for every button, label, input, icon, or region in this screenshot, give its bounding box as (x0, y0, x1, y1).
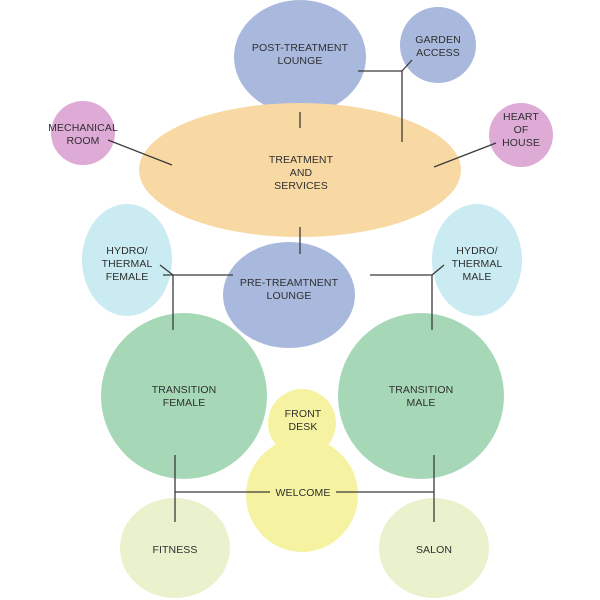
transition-male-label-line: MALE (407, 397, 436, 409)
salon-label-line: SALON (416, 544, 452, 556)
treatment-and-services-label-line: TREATMENT (269, 154, 334, 166)
connector-heart-of-house (433, 142, 497, 168)
front-desk-bubble (268, 389, 336, 457)
connector-garden-diagonal (401, 59, 413, 72)
post-treatment-lounge-label-line: LOUNGE (278, 55, 323, 67)
fitness-label-line: FITNESS (152, 544, 197, 556)
transition-male-bubble (338, 313, 504, 479)
pre-treatment-lounge-bubble (223, 242, 355, 348)
front-desk-label-line: DESK (289, 421, 318, 433)
hydro-thermal-male-label-line: HYDRO/ (456, 245, 497, 257)
treatment-and-services-label-line: SERVICES (274, 180, 328, 192)
hydro-thermal-male-label-line: MALE (463, 271, 492, 283)
transition-female-label-line: FEMALE (163, 397, 206, 409)
hydro-thermal-female-label-line: FEMALE (106, 271, 149, 283)
post-treatment-lounge-label-line: POST-TREATMENT (252, 42, 349, 54)
heart-of-house-label-line: HEART (503, 111, 539, 123)
treatment-and-services-label-line: AND (290, 167, 313, 179)
heart-of-house-label-line: OF (514, 124, 529, 136)
connector-lines (107, 59, 497, 522)
hydro-thermal-female-label-line: THERMAL (102, 258, 153, 270)
salon-label: SALON (416, 544, 452, 556)
hydro-thermal-male-bubble (432, 204, 522, 316)
front-desk-label-line: FRONT (285, 408, 322, 420)
hydro-thermal-female-bubble (82, 204, 172, 316)
hydro-thermal-male-label-line: THERMAL (452, 258, 503, 270)
mechanical-room-label-line: ROOM (66, 135, 99, 147)
hydro-thermal-female-label-line: HYDRO/ (106, 245, 147, 257)
mechanical-room-bubble (51, 101, 115, 165)
heart-of-house-label-line: HOUSE (502, 137, 540, 149)
garden-access-label-line: ACCESS (416, 47, 460, 59)
welcome-bubble (246, 438, 358, 552)
garden-access-label-line: GARDEN (415, 34, 461, 46)
salon-bubble (379, 498, 489, 598)
transition-female-bubble (101, 313, 267, 479)
fitness-label: FITNESS (152, 544, 197, 556)
pre-treatment-lounge-label-line: LOUNGE (267, 290, 312, 302)
garden-access-bubble (400, 7, 476, 83)
heart-of-house-bubble (489, 103, 553, 167)
transition-female-label-line: TRANSITION (152, 384, 217, 396)
post-treatment-lounge-bubble (234, 0, 366, 114)
welcome-label: WELCOME (276, 487, 331, 499)
welcome-label-line: WELCOME (276, 487, 331, 499)
connector-mechanical-room (107, 139, 173, 166)
treatment-and-services-bubble (139, 103, 461, 237)
fitness-bubble (120, 498, 230, 598)
pre-treatment-lounge-label-line: PRE-TREAMTNENT (240, 277, 339, 289)
transition-male-label-line: TRANSITION (389, 384, 454, 396)
mechanical-room-label-line: MECHANICAL (48, 122, 118, 134)
connector-hydro-female-diagonal (159, 264, 174, 276)
connector-hydro-male-diagonal (431, 264, 445, 276)
